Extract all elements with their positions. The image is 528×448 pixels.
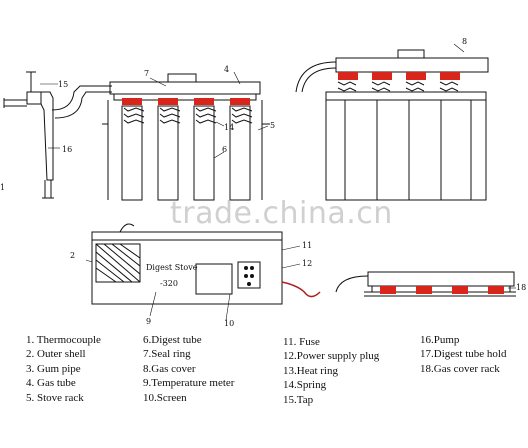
legend-column-4: 16.Pump 17.Digest tube hold 18.Gas cover… <box>420 333 506 376</box>
callout-8: 8 <box>462 37 467 46</box>
legend-column-2: 6.Digest tube 7.Seal ring 8.Gas cover 9.… <box>143 333 234 405</box>
leader-lines <box>40 43 516 321</box>
callout-16: 16 <box>62 145 72 154</box>
callout-14: 14 <box>224 123 234 132</box>
callout-4: 4 <box>224 65 229 74</box>
temperature-readout: -320 <box>160 279 178 288</box>
tap-and-pump <box>3 71 54 199</box>
callout-1: 1 <box>0 183 5 192</box>
gas-tube <box>51 85 112 119</box>
callout-15: 15 <box>58 80 68 89</box>
legend-item: 1. Thermocouple <box>26 334 101 346</box>
callout-12: 12 <box>302 259 312 268</box>
callout-5: 5 <box>270 121 275 130</box>
legend-item: 2. Outer shell <box>26 348 86 361</box>
legend-item: 14.Spring <box>283 379 327 392</box>
legend-item: 16.Pump <box>420 334 460 346</box>
legend-item: 8.Gas cover <box>143 362 196 375</box>
power-cord <box>281 281 321 298</box>
control-knobs <box>244 266 254 286</box>
legend-item: 11. Fuse <box>283 336 320 348</box>
device-name-label: Digest Stove <box>146 263 198 272</box>
legend-item: 9.Temperature meter <box>143 377 235 390</box>
legend-item: 15.Tap <box>283 393 314 406</box>
callout-2: 2 <box>70 251 75 260</box>
legend-item: 5. Stove rack <box>26 391 84 404</box>
callout-11: 11 <box>302 241 312 250</box>
stove-side-view <box>102 73 270 201</box>
seal-rings <box>122 72 504 294</box>
legend-item: 7.Seal ring <box>143 348 191 361</box>
display-screen <box>195 263 233 295</box>
callout-7: 7 <box>144 69 149 78</box>
legend-item: 6.Digest tube <box>143 334 202 346</box>
legend-item: 10.Screen <box>143 391 187 404</box>
watermark-text: trade.china.cn <box>170 196 393 231</box>
callout-9: 9 <box>146 317 151 326</box>
legend-item: 12.Power supply plug <box>283 350 380 363</box>
callout-18: 18 <box>516 283 526 292</box>
callout-6: 6 <box>222 145 227 154</box>
legend-item: 17.Digest tube hold <box>420 348 507 361</box>
legend-item: 13.Heat ring <box>283 364 338 377</box>
legend-column-1: 1. Thermocouple 2. Outer shell 3. Gum pi… <box>26 333 101 405</box>
control-panel <box>237 261 261 289</box>
callout-10: 10 <box>224 319 234 328</box>
legend-item: 4. Gas tube <box>26 377 76 390</box>
legend-column-3: 11. Fuse 12.Power supply plug 13.Heat ri… <box>283 335 379 407</box>
legend-item: 18.Gas cover rack <box>420 362 500 375</box>
stove-front-view <box>295 49 489 201</box>
legend-item: 3. Gum pipe <box>26 362 81 375</box>
